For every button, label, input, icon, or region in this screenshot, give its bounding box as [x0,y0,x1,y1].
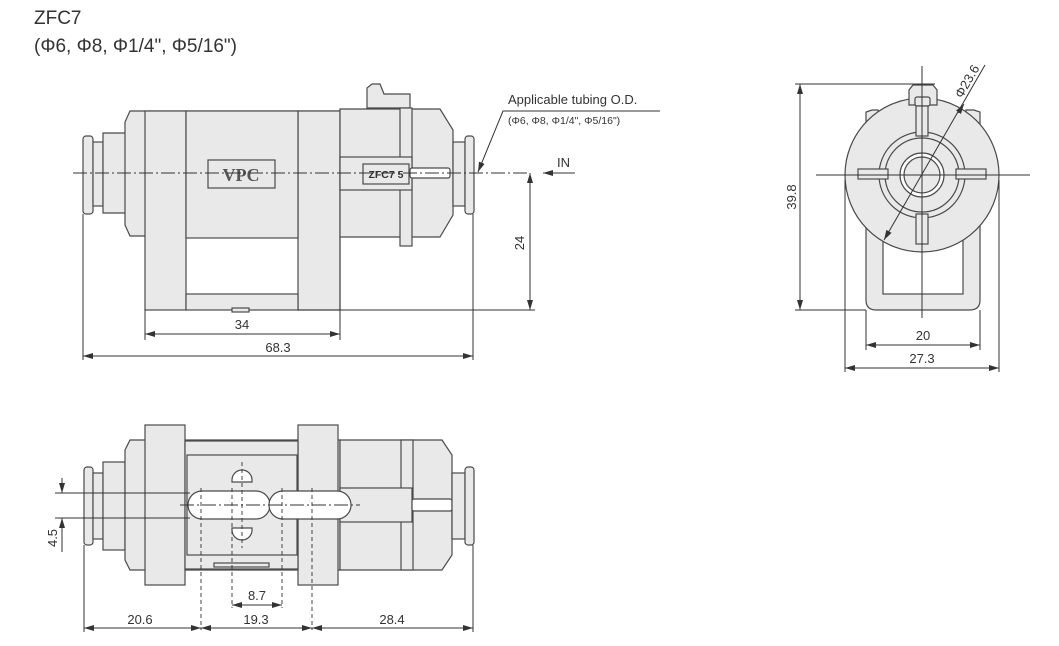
vpc-label-plate [207,159,276,189]
dim-hole-pitch: 8.7 [248,588,266,603]
model-plate-label: ZFC7 5 [368,169,403,181]
dim-slot-pitch: 19.3 [243,612,268,627]
bottom-view: 4.5 8.7 20.6 19.3 28.4 [45,424,475,632]
tubing-callout-title: Applicable tubing O.D. [508,92,637,107]
dim-right-offset: 28.4 [379,612,404,627]
dim-diameter: Φ23.6 [952,62,983,100]
dim-overall-length: 68.3 [265,340,290,355]
dim-left-offset: 20.6 [127,612,152,627]
vpc-brand-label: VPC [223,165,260,185]
side-view: 39.8 Φ23.6 20 27.3 [784,62,1030,372]
dim-mount-width: 34 [235,317,249,332]
dim-slot-width: 4.5 [45,529,60,547]
flow-in-label: IN [557,155,570,170]
dim-overall-width: 27.3 [909,351,934,366]
tubing-sizes: (Φ6, Φ8, Φ1/4", Φ5/16") [34,36,237,57]
dim-center-height: 24 [512,236,527,250]
front-view: VPC ZFC7 5 Applicable tubing O.D. (Φ6, Φ… [73,83,660,360]
dim-mount-width-side: 20 [916,328,930,343]
model-title: ZFC7 [34,8,82,29]
tubing-callout-sizes: (Φ6, Φ8, Φ1/4", Φ5/16") [508,115,620,127]
dim-height: 39.8 [784,184,799,209]
